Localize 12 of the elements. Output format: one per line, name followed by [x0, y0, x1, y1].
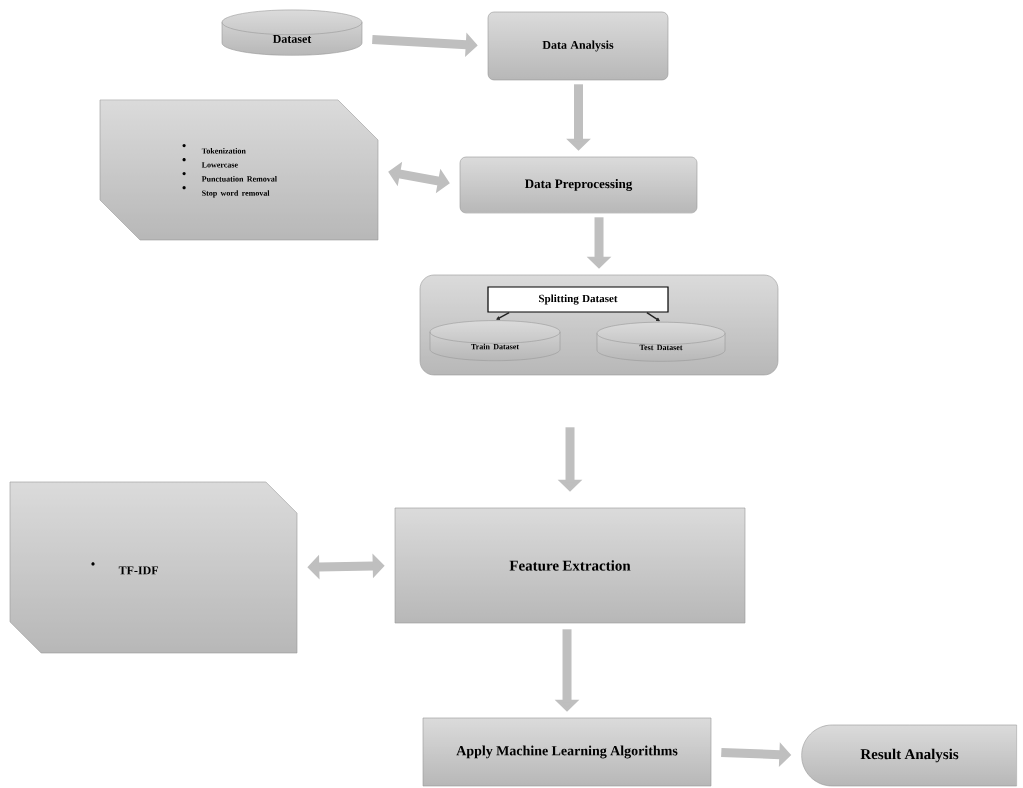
list-box: TF-IDF — [9, 481, 298, 654]
cylinder-node: Train Dataset — [429, 320, 561, 361]
process-box: Feature Extraction — [394, 507, 746, 624]
list-box: Tokenization Lowercase Punctuation Removal Stop word removal — [99, 99, 379, 241]
arrow — [496, 311, 510, 320]
cylinder-node: Dataset — [221, 9, 363, 56]
process-box: Splitting Dataset — [487, 286, 669, 313]
arrow — [646, 311, 660, 322]
process-box: Data Preprocessing — [459, 156, 698, 214]
process-box: Apply Machine Learning Algorithms — [422, 717, 712, 787]
arrow — [307, 553, 385, 580]
process-box: Data Analysis — [487, 11, 669, 81]
